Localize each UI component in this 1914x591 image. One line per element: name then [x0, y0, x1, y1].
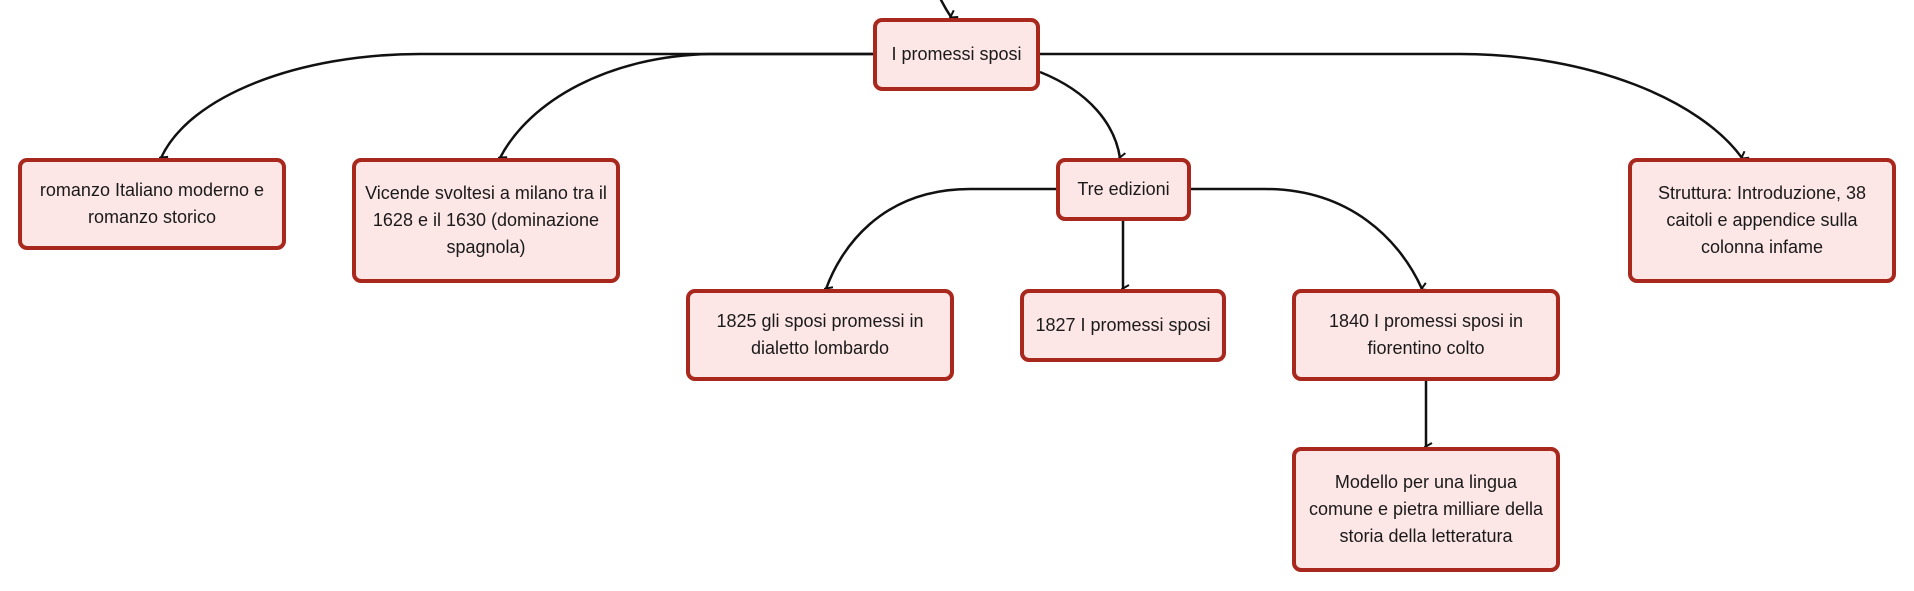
node-modello[interactable]: Modello per una lingua comune e pietra m… — [1292, 447, 1560, 572]
edge-edizioni-1825 — [826, 187, 1058, 289]
node-1840-label: 1840 I promessi sposi in fiorentino colt… — [1328, 311, 1524, 358]
node-1825-label: 1825 gli sposi promessi in dialetto lomb… — [716, 311, 924, 358]
node-vicende-label: Vicende svoltesi a milano tra il 1628 e … — [365, 183, 607, 257]
node-struttura[interactable]: Struttura: Introduzione, 38 caitoli e ap… — [1628, 158, 1896, 283]
node-1827[interactable]: 1827 I promessi sposi — [1020, 289, 1226, 362]
edge-incoming-root — [939, 0, 951, 17]
edge-root-romanzo — [161, 52, 875, 158]
node-1827-label: 1827 I promessi sposi — [1035, 315, 1211, 335]
edge-root-vicende — [500, 52, 875, 158]
node-edizioni[interactable]: Tre edizioni — [1056, 158, 1191, 221]
edge-root-edizioni — [1039, 70, 1120, 158]
edge-edizioni-1840 — [1188, 187, 1422, 289]
node-1825[interactable]: 1825 gli sposi promessi in dialetto lomb… — [686, 289, 954, 381]
edge-root-struttura — [1038, 52, 1742, 158]
node-romanzo-label: romanzo Italiano moderno e romanzo stori… — [39, 180, 265, 227]
node-modello-label: Modello per una lingua comune e pietra m… — [1308, 472, 1544, 546]
node-root-label: I promessi sposi — [891, 44, 1022, 64]
node-root[interactable]: I promessi sposi — [873, 18, 1040, 91]
node-1840[interactable]: 1840 I promessi sposi in fiorentino colt… — [1292, 289, 1560, 381]
node-edizioni-label: Tre edizioni — [1077, 179, 1170, 199]
node-romanzo[interactable]: romanzo Italiano moderno e romanzo stori… — [18, 158, 286, 250]
node-struttura-label: Struttura: Introduzione, 38 caitoli e ap… — [1657, 183, 1867, 257]
node-vicende[interactable]: Vicende svoltesi a milano tra il 1628 e … — [352, 158, 620, 283]
